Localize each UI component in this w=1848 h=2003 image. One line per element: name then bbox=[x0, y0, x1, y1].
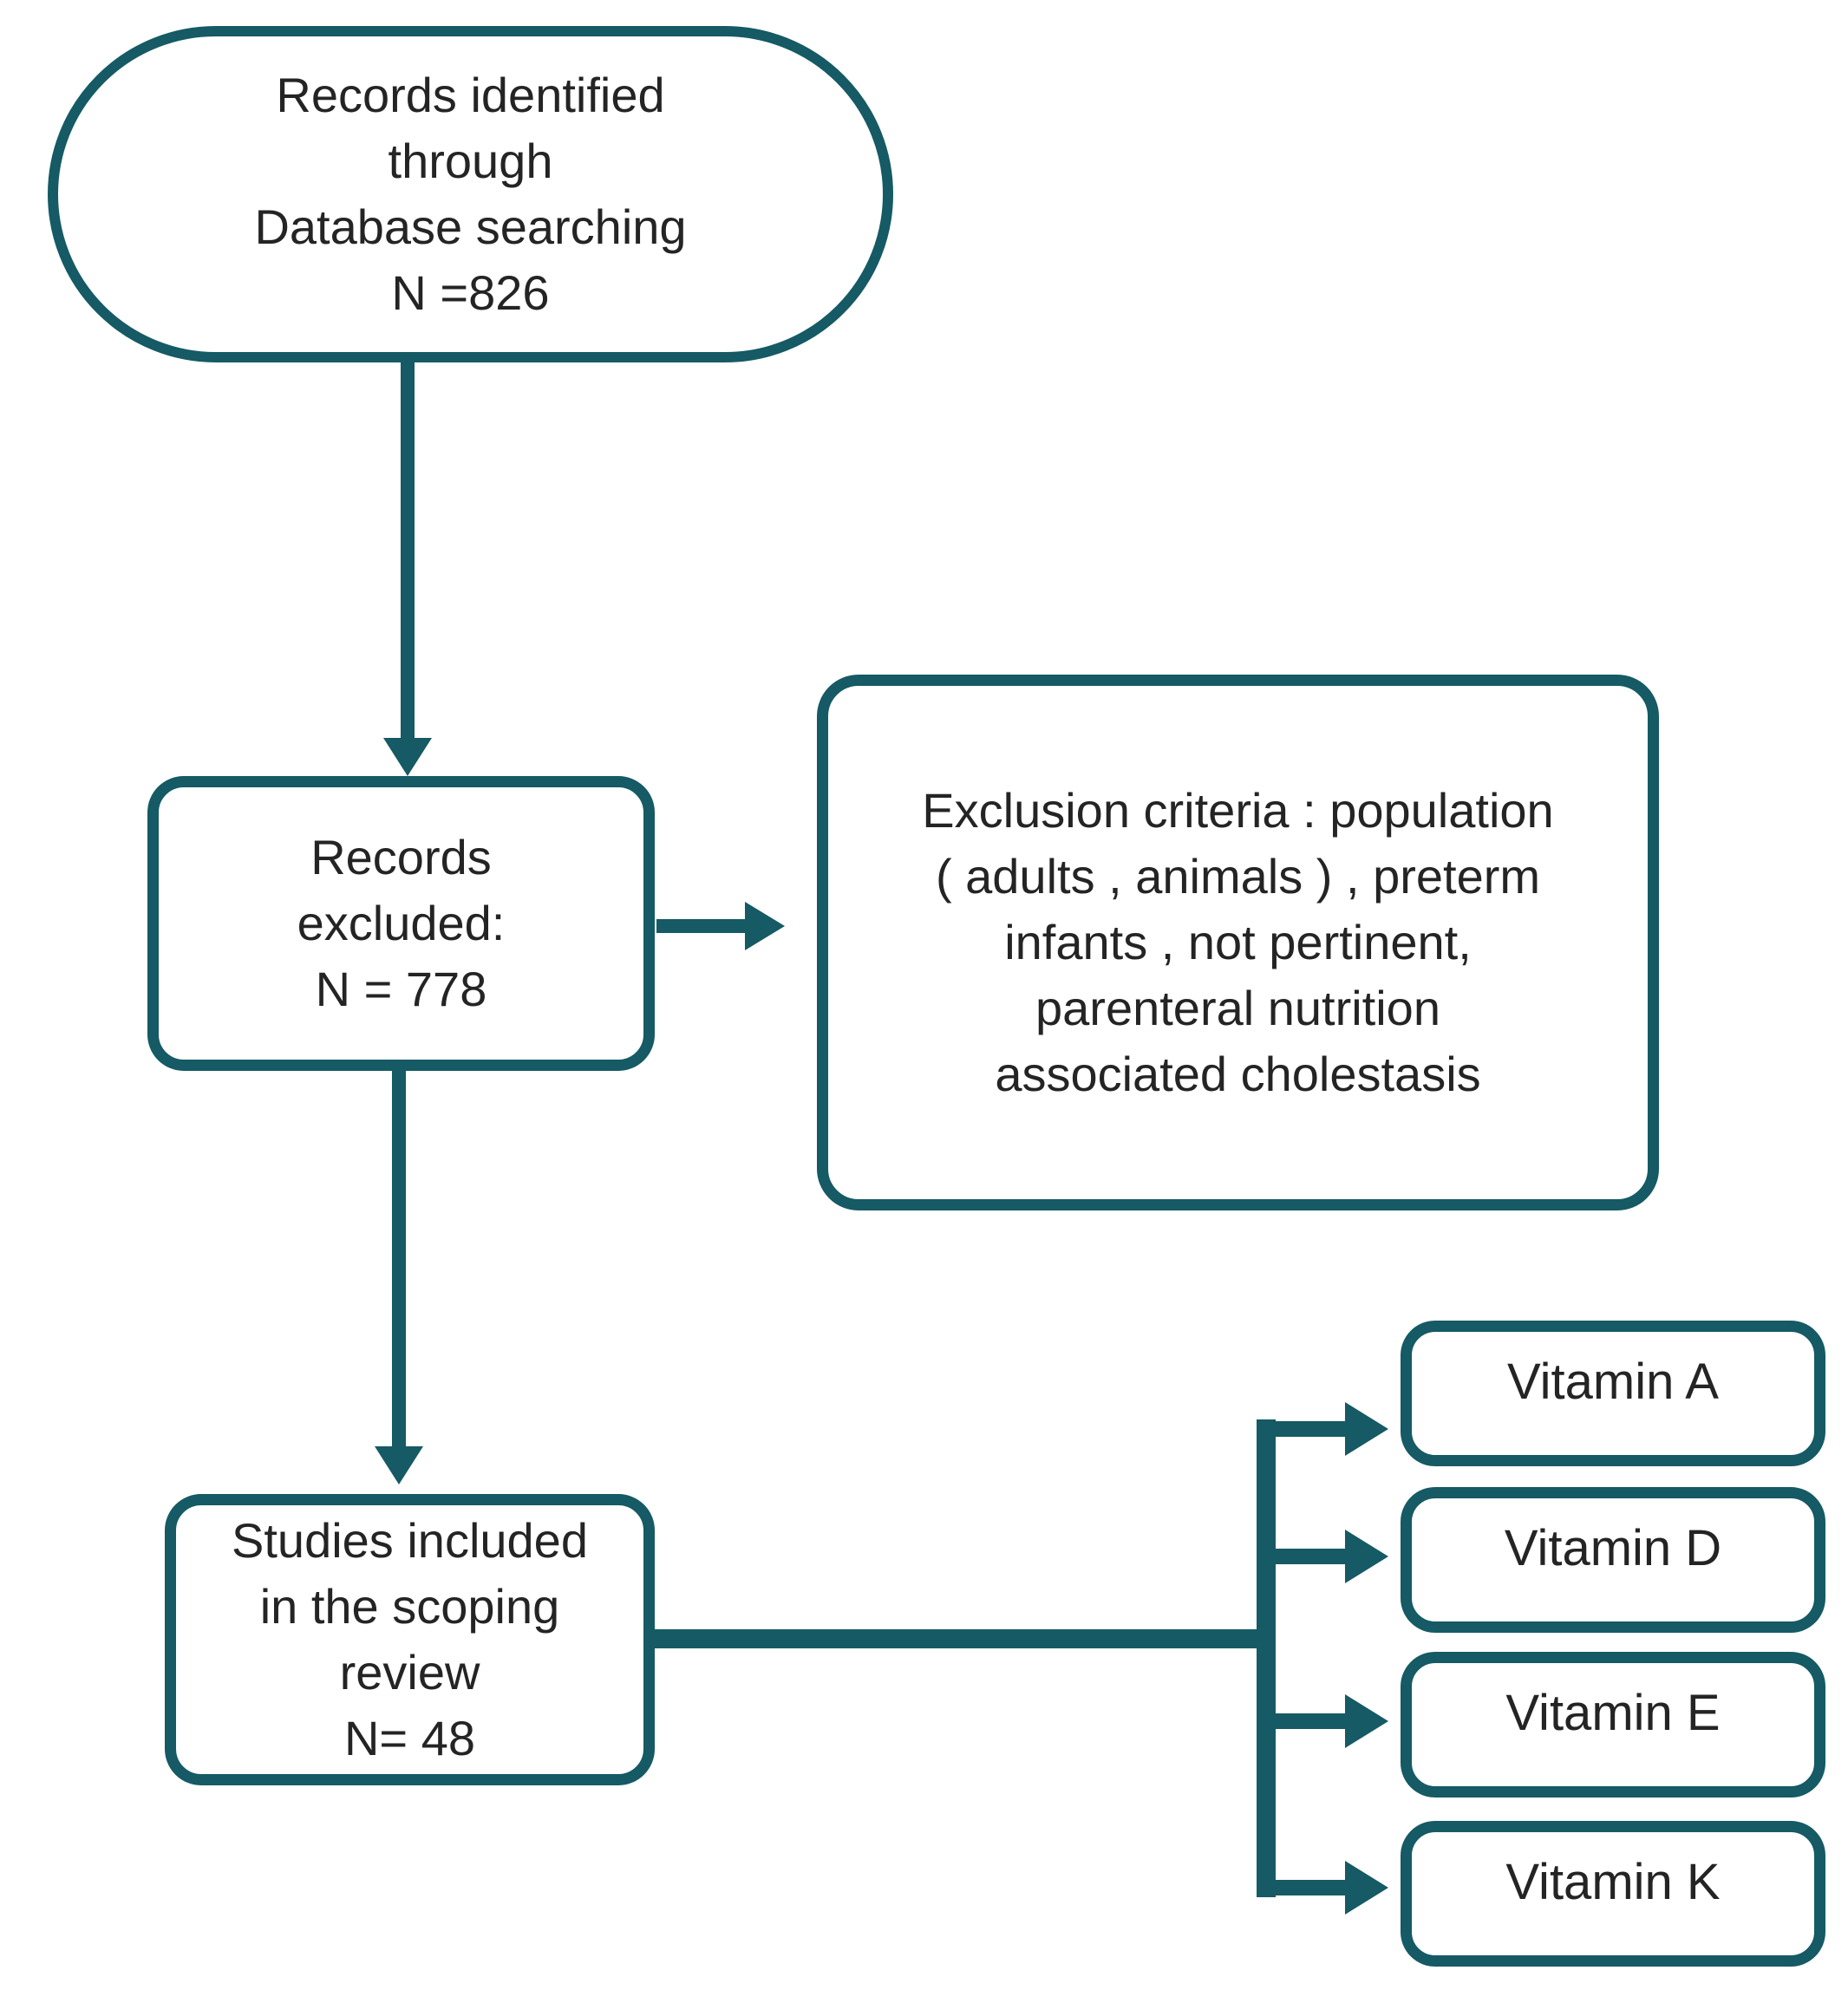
arrow-excluded-to-criteria-shaft bbox=[656, 919, 748, 933]
arrow-identified-to-excluded-shaft bbox=[401, 359, 415, 741]
node-vitamin-e: Vitamin E bbox=[1401, 1652, 1825, 1797]
arrow-identified-to-excluded-head-icon bbox=[383, 738, 432, 776]
arrow-excluded-to-included-shaft bbox=[392, 1071, 406, 1448]
node-exclusion-criteria: Exclusion criteria : population ( adults… bbox=[817, 675, 1659, 1210]
connector-included-to-trunk bbox=[655, 1629, 1276, 1648]
arm-vitamin-d-shaft bbox=[1276, 1549, 1345, 1564]
node-vitamin-k: Vitamin K bbox=[1401, 1821, 1825, 1967]
arm-vitamin-e-shaft bbox=[1276, 1713, 1345, 1729]
arrow-excluded-to-criteria-head-icon bbox=[745, 902, 785, 950]
arm-vitamin-a-shaft bbox=[1276, 1421, 1345, 1437]
arm-vitamin-k-shaft bbox=[1276, 1880, 1345, 1895]
node-records-identified: Records identified through Database sear… bbox=[48, 26, 893, 362]
node-records-excluded: Records excluded: N = 778 bbox=[147, 776, 655, 1071]
node-vitamin-d: Vitamin D bbox=[1401, 1487, 1825, 1633]
node-studies-included: Studies included in the scoping review N… bbox=[165, 1494, 655, 1785]
node-vitamin-a: Vitamin A bbox=[1401, 1321, 1825, 1466]
arm-vitamin-e-head-icon bbox=[1345, 1694, 1388, 1748]
arrow-excluded-to-included-head-icon bbox=[375, 1446, 423, 1484]
arm-vitamin-a-head-icon bbox=[1345, 1402, 1388, 1456]
arm-vitamin-k-head-icon bbox=[1345, 1861, 1388, 1915]
arm-vitamin-d-head-icon bbox=[1345, 1530, 1388, 1583]
vitamin-branch-trunk bbox=[1257, 1419, 1276, 1897]
